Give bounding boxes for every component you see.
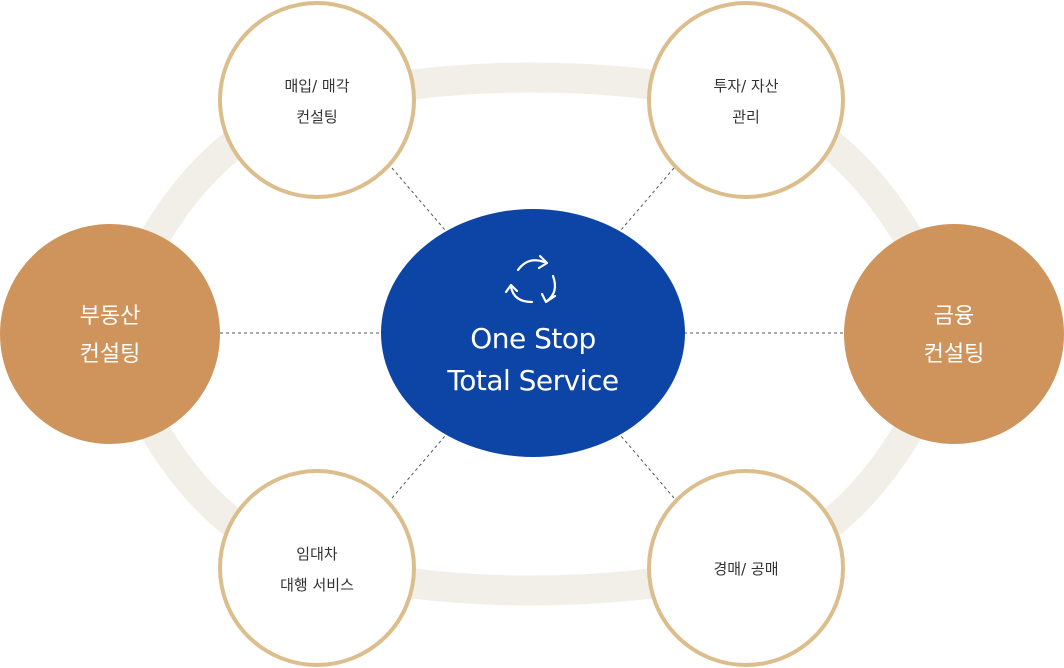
connector-bottom-right [620,435,675,499]
node-finance-line2: 컨설팅 [924,342,985,367]
connector-lines [220,167,845,499]
connector-top-left [391,167,446,231]
node-lease-agency: 임대차 대행 서비스 [218,469,416,667]
connector-bottom-left [391,435,446,499]
connector-top-right [620,167,675,231]
node-real-estate-line1: 부동산 [80,304,141,329]
node-finance-line1: 금융 [934,304,974,329]
node-auction-line1: 경매/ 공매 [713,560,778,578]
center-title-line2: Total Service [446,364,618,397]
node-purchase-sale: 매입/ 매각 컨설팅 [218,1,416,199]
recycle-arrows-icon [504,254,557,304]
node-real-estate: 부동산 컨설팅 [0,224,220,444]
center-title-line1: One Stop [470,322,596,355]
node-lease-agency-line2: 대행 서비스 [280,576,354,594]
node-finance: 금융 컨설팅 [844,224,1064,444]
node-real-estate-line2: 컨설팅 [80,342,141,367]
node-auction: 경매/ 공매 [647,469,845,667]
node-purchase-sale-line2: 컨설팅 [296,108,337,126]
center-node: One Stop Total Service [381,209,685,457]
node-investment-asset-line2: 관리 [732,108,760,126]
node-investment-asset: 투자/ 자산 관리 [647,1,845,199]
node-investment-asset-line1: 투자/ 자산 [713,77,778,95]
node-purchase-sale-line1: 매입/ 매각 [284,77,349,95]
node-lease-agency-line1: 임대차 [296,545,338,563]
